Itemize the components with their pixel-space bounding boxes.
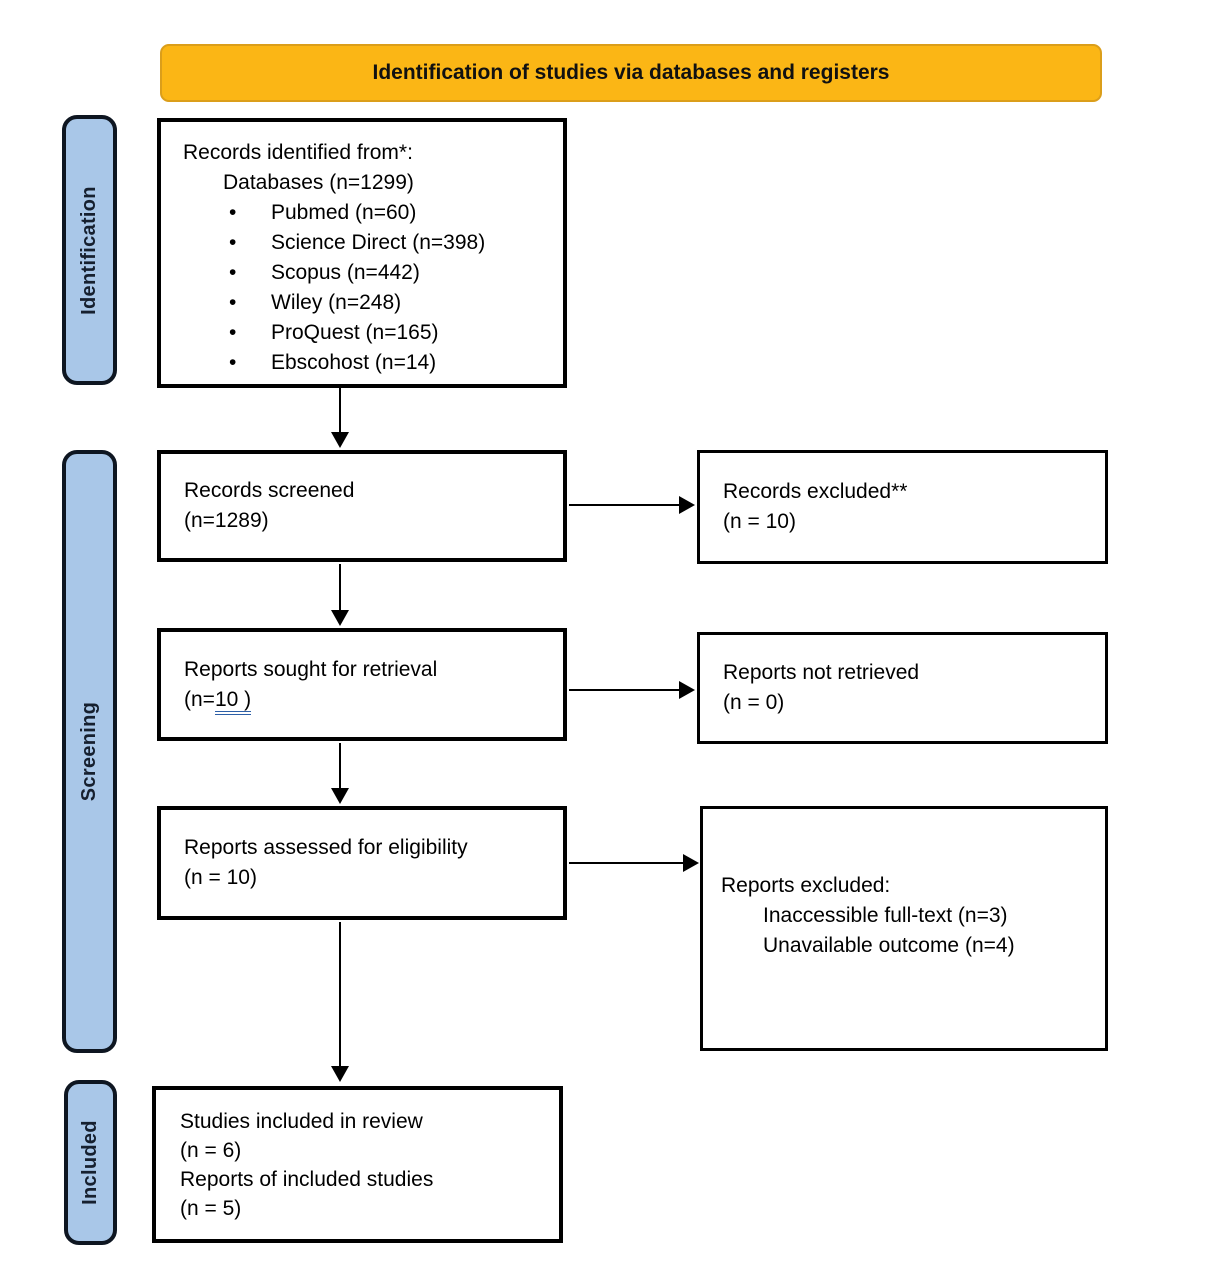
database-list: Pubmed (n=60) Science Direct (n=398) Sco…: [183, 198, 557, 378]
arrow-assessed-to-excluded-line: [569, 862, 685, 864]
box-records-identified: Records identified from*: Databases (n=1…: [157, 118, 567, 388]
arrow-screened-to-sought-line: [339, 564, 341, 612]
box-reports-not-retrieved: Reports not retrieved (n = 0): [697, 632, 1108, 744]
arrow-sought-to-assessed-head: [331, 788, 349, 804]
database-item: Pubmed (n=60): [183, 198, 557, 228]
arrow-assessed-to-excluded-head: [683, 854, 699, 872]
records-screened-line1: Records screened: [184, 479, 355, 502]
box-reports-assessed: Reports assessed for eligibility (n = 10…: [157, 806, 567, 920]
records-excluded-line1: Records excluded**: [723, 480, 908, 503]
arrow-assessed-to-included-head: [331, 1066, 349, 1082]
arrow-screened-to-excluded-head: [679, 496, 695, 514]
banner-title: Identification of studies via databases …: [160, 44, 1102, 102]
reports-excluded-reason: Unavailable outcome (n=4): [763, 934, 1015, 957]
banner-title-text: Identification of studies via databases …: [372, 61, 890, 84]
reports-included-count: (n = 5): [180, 1196, 242, 1220]
arrow-sought-to-notretrieved-head: [679, 681, 695, 699]
box-records-excluded: Records excluded** (n = 10): [697, 450, 1108, 564]
arrow-identified-to-screened-line: [339, 388, 341, 434]
records-screened-count: (n=1289): [184, 509, 269, 532]
records-identified-databases: Databases (n=1299): [223, 171, 414, 194]
stage-label-identification: Identification: [62, 115, 117, 385]
stage-label-included: Included: [64, 1080, 117, 1245]
arrow-sought-to-assessed-line: [339, 743, 341, 790]
reports-sought-count-underlined: 10 ): [214, 687, 252, 715]
reports-not-retrieved-line1: Reports not retrieved: [723, 661, 920, 684]
reports-sought-count-prefix: (n=: [184, 687, 215, 711]
arrow-assessed-to-included-line: [339, 922, 341, 1068]
database-item: Wiley (n=248): [183, 288, 557, 318]
reports-not-retrieved-count: (n = 0): [723, 691, 785, 714]
stage-label-screening-text: Screening: [78, 701, 100, 802]
studies-included-count: (n = 6): [180, 1138, 242, 1162]
reports-assessed-line1: Reports assessed for eligibility: [184, 836, 468, 859]
records-identified-title: Records identified from*:: [183, 141, 413, 164]
studies-included-line1: Studies included in review: [180, 1109, 423, 1133]
arrow-identified-to-screened-head: [331, 432, 349, 448]
stage-label-identification-text: Identification: [78, 185, 100, 315]
stage-label-screening: Screening: [62, 450, 117, 1053]
reports-excluded-title: Reports excluded:: [721, 874, 891, 897]
database-item: Scopus (n=442): [183, 258, 557, 288]
reports-sought-count: (n=10 ): [184, 685, 555, 715]
arrow-screened-to-sought-head: [331, 610, 349, 626]
reports-included-line: Reports of included studies: [180, 1167, 434, 1191]
database-item: Science Direct (n=398): [183, 228, 557, 258]
records-excluded-count: (n = 10): [723, 510, 796, 533]
arrow-sought-to-notretrieved-line: [569, 689, 681, 691]
box-reports-excluded: Reports excluded: Inaccessible full-text…: [700, 806, 1108, 1051]
box-studies-included: Studies included in review (n = 6) Repor…: [152, 1086, 563, 1243]
arrow-screened-to-excluded-line: [569, 504, 681, 506]
box-records-screened: Records screened (n=1289): [157, 450, 567, 562]
database-item: Ebscohost (n=14): [183, 348, 557, 378]
box-reports-sought: Reports sought for retrieval (n=10 ): [157, 628, 567, 741]
reports-sought-line1: Reports sought for retrieval: [184, 657, 438, 681]
stage-label-included-text: Included: [79, 1120, 102, 1205]
database-item: ProQuest (n=165): [183, 318, 557, 348]
reports-assessed-count: (n = 10): [184, 866, 257, 889]
reports-excluded-reason: Inaccessible full-text (n=3): [763, 904, 1008, 927]
